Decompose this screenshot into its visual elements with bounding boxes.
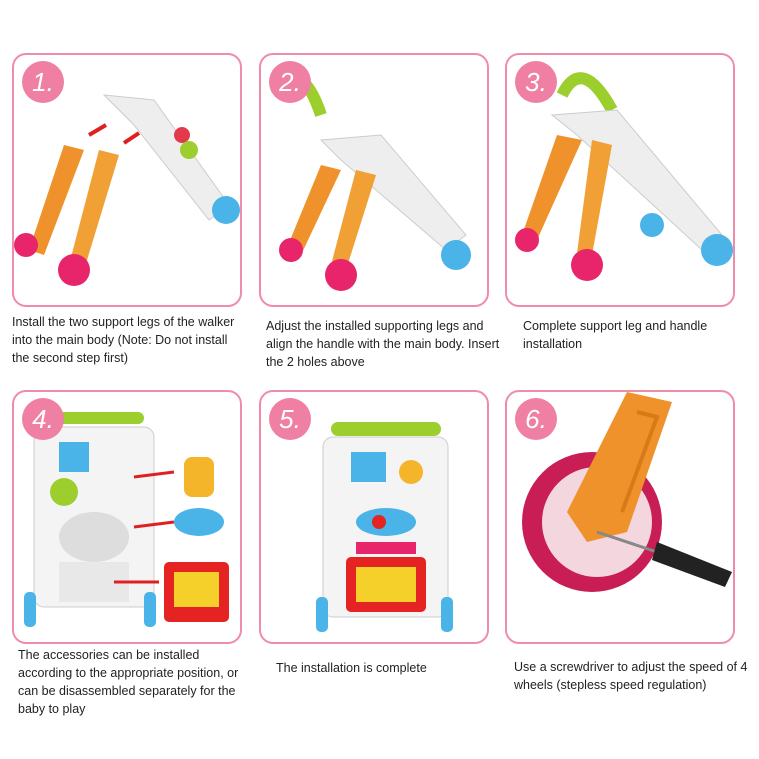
step-1-badge: 1. [22, 61, 64, 103]
step-6-illustration [522, 392, 732, 592]
step-4-badge: 4. [22, 398, 64, 440]
step-5-illustration [316, 422, 453, 632]
step-2-panel: 2. [259, 53, 489, 307]
step-4-illustration [24, 412, 229, 627]
step-3-badge: 3. [515, 61, 557, 103]
step-1-illustration [14, 94, 240, 286]
step-6-caption: Use a screwdriver to adjust the speed of… [514, 660, 748, 692]
step-3-panel: 3. [505, 53, 735, 307]
step-5-panel: 5. [259, 390, 489, 644]
step-1-panel: 1. [12, 53, 242, 307]
step-4-caption: The accessories can be installed accordi… [18, 648, 239, 716]
step-5-badge: 5. [269, 398, 311, 440]
step-2-caption: Adjust the installed supporting legs and… [266, 319, 500, 369]
step-5-caption: The installation is complete [276, 661, 427, 675]
step-4-panel: 4. [12, 390, 242, 644]
step-1-caption: Install the two support legs of the walk… [12, 315, 235, 365]
step-2-badge: 2. [269, 61, 311, 103]
step-3-caption: Complete support leg and handle installa… [523, 319, 708, 351]
step-3-illustration [515, 72, 733, 281]
step-6-panel: 6. [505, 390, 735, 644]
step-6-badge: 6. [515, 398, 557, 440]
